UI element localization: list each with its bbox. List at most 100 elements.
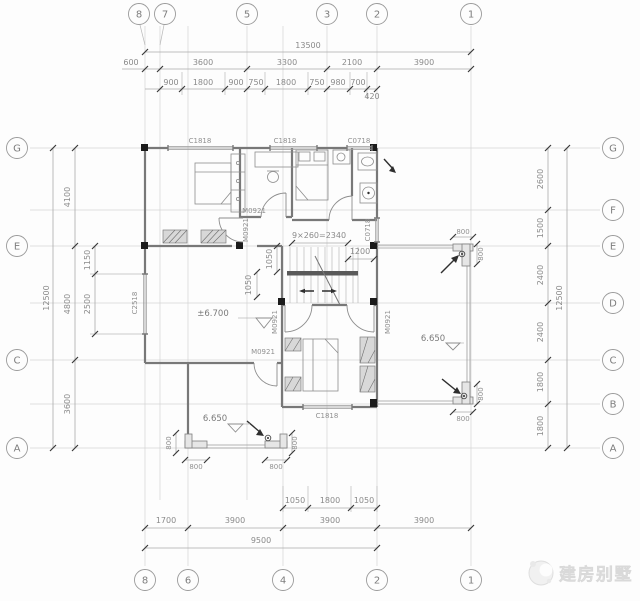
grid-bubble-circle: [6, 137, 28, 159]
corner-dim-800-rb-v: 800: [477, 387, 485, 400]
grid-bubble-right-g: G: [609, 144, 617, 155]
level-terrace-left: 6.650: [203, 414, 227, 424]
slope-arrow: [453, 387, 461, 394]
grid-bubble-circle: [177, 569, 199, 591]
grid-bubble-circle: [6, 349, 28, 371]
dim-top-minor-2: 900: [228, 78, 243, 87]
corner-dim-800-rb-h: 800: [456, 415, 469, 423]
door-label-m0921-5: M0921: [251, 348, 275, 356]
grid-bubble-left-c: C: [14, 356, 21, 367]
grid-bubble-bottom-6: 6: [185, 576, 191, 587]
dim-top-major-2100: 2100: [342, 58, 362, 67]
slope-arrow: [389, 166, 396, 173]
dim-top-major-3900: 3900: [414, 58, 434, 67]
parapet-corner: [184, 433, 193, 449]
bed-room3: [295, 149, 329, 201]
desk-study: [254, 151, 299, 168]
grid-bubbles-bottom: 8 6 4 2 1: [134, 569, 482, 591]
grid-bubble-circle: [128, 3, 150, 25]
dim-top-major-3300: 3300: [277, 58, 297, 67]
grid-bubble-left-a: A: [14, 444, 21, 455]
bed-room1: [194, 162, 232, 205]
grid-bubble-right-e: E: [610, 242, 616, 253]
dim-right-total: 12500: [555, 285, 564, 310]
window-label-c0718-2: C0718: [364, 219, 372, 242]
grid-bubble-circle: [602, 199, 624, 221]
corner-dim-800-lr-h: 800: [269, 463, 282, 471]
level-triangle: [255, 317, 273, 329]
dim-bottom-minor-0: 1050: [285, 496, 305, 505]
door-label-m0921-4: M0921: [384, 310, 392, 334]
windows: [142, 145, 380, 410]
terraces: 800 800 800 800 800 800 800 800: [165, 158, 485, 471]
grid-bubble-left-e: E: [14, 242, 20, 253]
corner-dim-800-ll-h: 800: [189, 463, 202, 471]
grid-bubble-circle: [460, 569, 482, 591]
corner-dim-800-lr-v: 800: [291, 436, 299, 449]
grid-bubble-circle: [602, 437, 624, 459]
stair-handrail: [287, 271, 358, 276]
grid-bubble-circle: [272, 569, 294, 591]
columns: [141, 144, 377, 407]
grid-bubble-circle: [6, 235, 28, 257]
grid-bubble-bottom-8: 8: [142, 576, 148, 587]
dim-right-1800b: 1800: [536, 416, 545, 436]
dim-top-total: 13500: [295, 41, 320, 50]
dim-top-major-600: 600: [123, 58, 138, 67]
slope-arrow: [256, 429, 264, 436]
door-label-m0921-1: M0921: [242, 207, 266, 215]
dim-top-minor-5: 750: [309, 78, 324, 87]
dim-left-inner-2500: 2500: [83, 294, 92, 314]
stair-direction-arrow: [299, 288, 305, 294]
dim-left-major-4800: 4800: [63, 294, 72, 314]
grid-bubble-top-1: 1: [468, 10, 474, 21]
wardrobe-room1-b: [200, 229, 227, 244]
grid-bubble-circle: [366, 569, 388, 591]
grid-bubble-circle: [602, 292, 624, 314]
nightstand-b: [284, 376, 302, 392]
staircase: 9×260=2340 1200 1050 1050: [244, 231, 378, 306]
nightstand-a: [284, 337, 302, 352]
grid-bubble-circle: [366, 3, 388, 25]
wardrobe-master-b: [359, 365, 376, 393]
dim-top-minor-1: 1800: [193, 78, 213, 87]
window-label-c1818-1: C1818: [189, 137, 212, 145]
dim-top-minor-7: 700: [350, 78, 365, 87]
level-terrace-right: 6.650: [421, 334, 445, 344]
grid-bubble-circle: [602, 393, 624, 415]
window-label-c1818-3: C1818: [316, 412, 339, 420]
window-label-c2518: C2518: [131, 292, 139, 315]
dim-top-minor-0: 900: [163, 78, 178, 87]
grid-bubble-right-c: C: [610, 356, 617, 367]
dim-bottom-total: 9500: [251, 536, 271, 545]
stair-break-line: [314, 255, 341, 306]
door-swing-study: [260, 192, 287, 218]
grid-bubble-bottom-2: 2: [374, 576, 380, 587]
dim-right-1500: 1500: [536, 218, 545, 238]
parapet-corner: [461, 243, 471, 267]
corner-dim-800-ll-v: 800: [165, 436, 173, 449]
dim-bottom-major-2: 3900: [320, 516, 340, 525]
watermark: 建房别墅: [528, 560, 633, 586]
grid-bubble-top-8: 8: [136, 10, 142, 21]
dim-top-minor-6: 980: [330, 78, 345, 87]
dim-left-total: 12500: [42, 285, 51, 310]
grid-bubble-top-5: 5: [244, 10, 250, 21]
dim-left-major-4100: 4100: [63, 187, 72, 207]
grid-bubble-bottom-4: 4: [280, 576, 286, 587]
window-label-c1818-2: C1818: [274, 137, 297, 145]
opening-labels: C1818 C1818 C0718 C0718 C2518 C1818 M092…: [131, 137, 392, 420]
grid-bubbles-left: G E C A: [6, 137, 28, 459]
bathroom-basin: [357, 152, 378, 171]
dim-bottom-major-3: 3900: [414, 516, 434, 525]
floor-drain: [264, 434, 272, 442]
door-swing-terrace: [253, 362, 278, 387]
door-label-m0921-2: M0921: [242, 218, 250, 242]
doors: [218, 192, 375, 387]
furniture: [162, 149, 378, 393]
grid-bubble-circle: [602, 137, 624, 159]
watermark-text: 建房别墅: [559, 564, 633, 585]
level-hall: ±6.700: [197, 309, 228, 319]
